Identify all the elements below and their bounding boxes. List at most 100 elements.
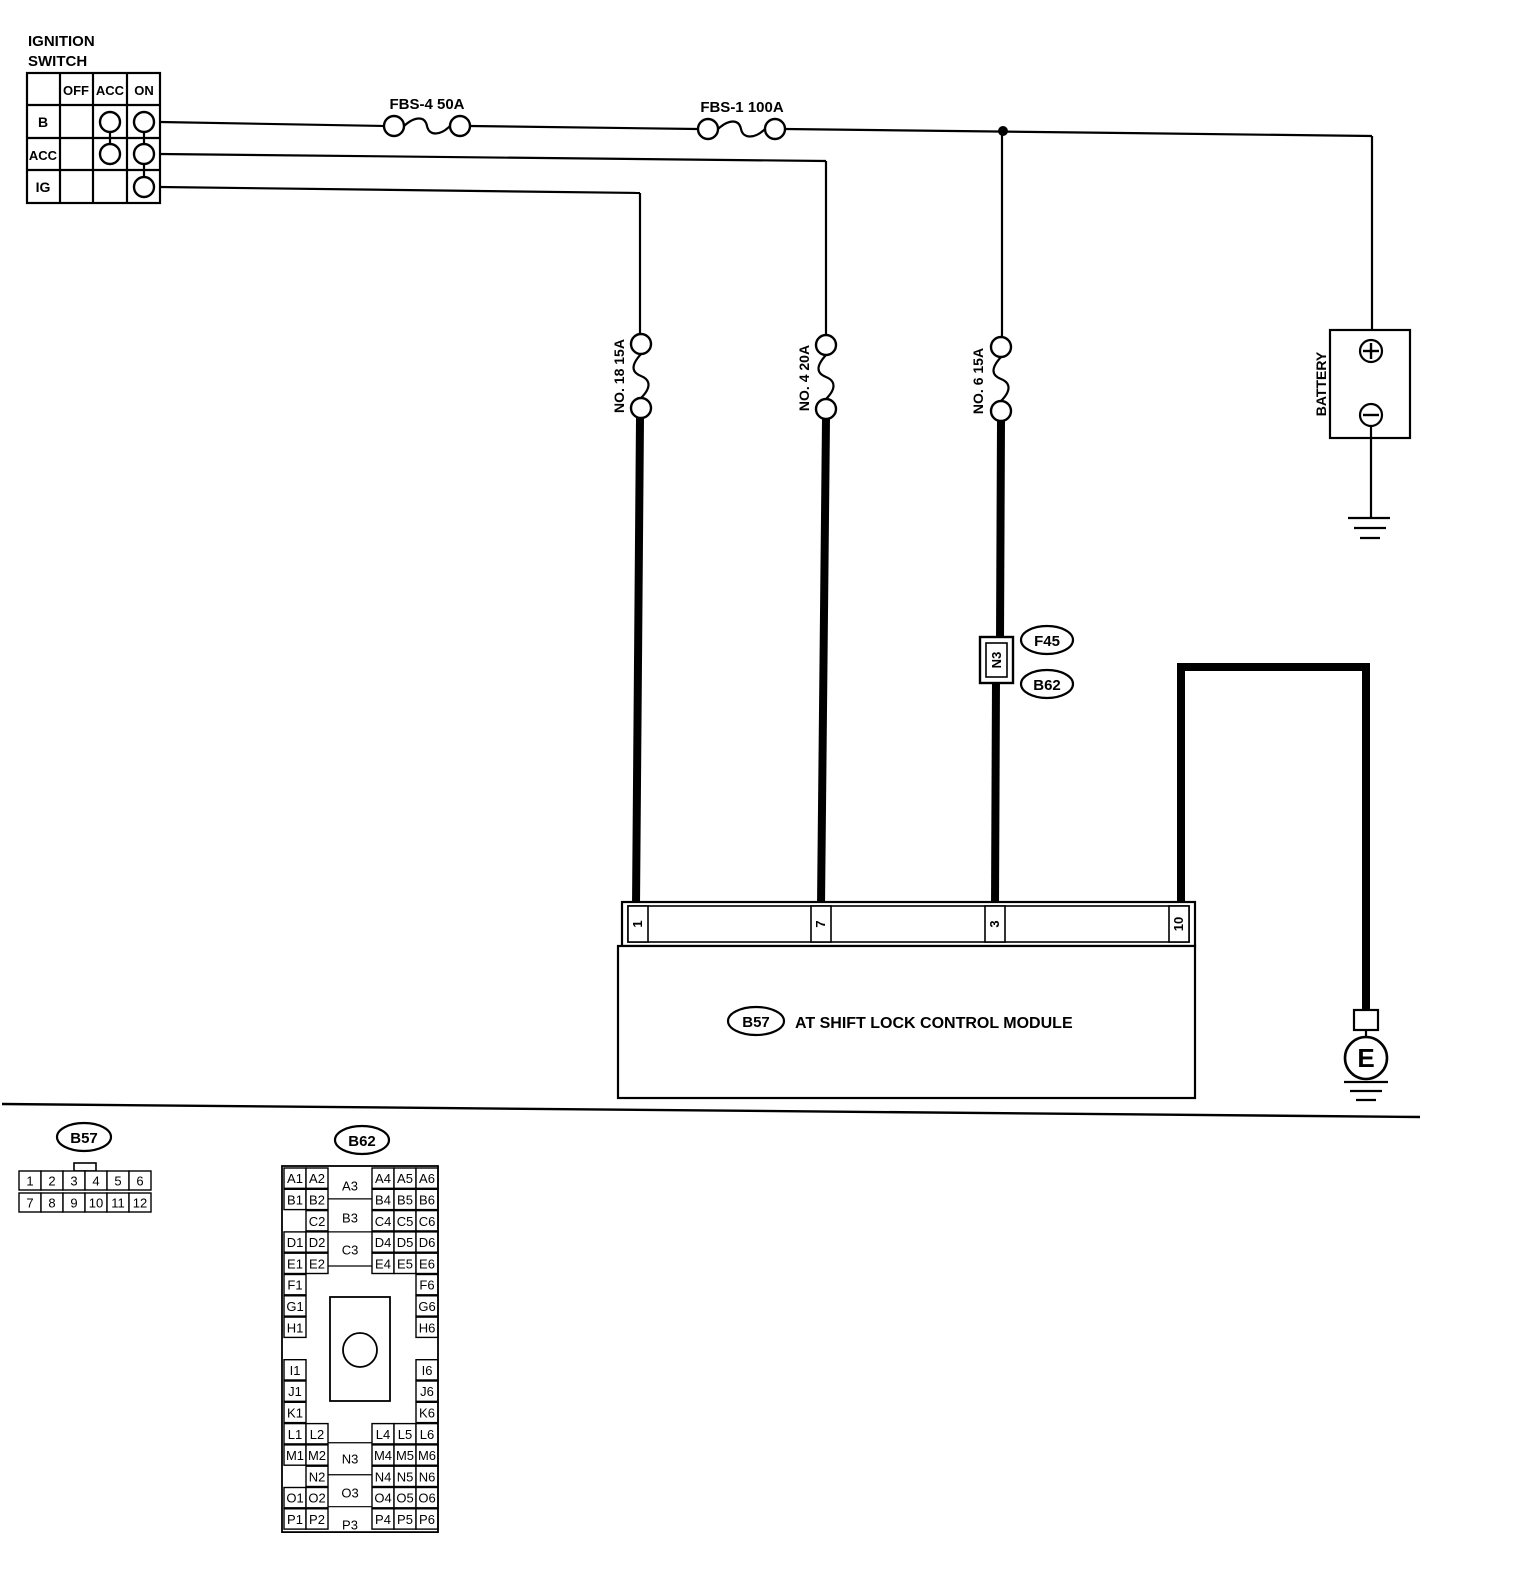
b62-pin-D4: D4 — [371, 1231, 395, 1253]
svg-text:P4: P4 — [375, 1512, 391, 1527]
svg-text:7: 7 — [813, 920, 828, 927]
separator-line — [1, 1102, 1421, 1119]
svg-text:3: 3 — [987, 920, 1002, 927]
b62-pin-N2: N2 — [305, 1465, 329, 1488]
b62-pin-L4: L4 — [371, 1422, 395, 1445]
b57-pin-9: 9 — [62, 1192, 86, 1213]
svg-text:1: 1 — [26, 1174, 33, 1189]
b62-pin-A3: A3 — [342, 1179, 358, 1194]
fuse-fbs4-label: FBS-4 50A — [389, 96, 464, 113]
b62-pin-O4: O4 — [371, 1486, 395, 1509]
svg-text:A6: A6 — [419, 1171, 435, 1186]
svg-text:C4: C4 — [375, 1214, 392, 1229]
b62-pin-M2: M2 — [305, 1444, 329, 1466]
svg-text:C5: C5 — [397, 1214, 414, 1229]
b62-pin-D2: D2 — [305, 1231, 329, 1253]
b57-pin-6: 6 — [128, 1170, 152, 1191]
b62-pin-J1: J1 — [283, 1380, 307, 1402]
svg-text:O1: O1 — [286, 1491, 303, 1506]
svg-text:M5: M5 — [396, 1448, 414, 1463]
svg-text:A5: A5 — [397, 1171, 413, 1186]
b62-pin-C5: C5 — [393, 1209, 417, 1232]
svg-text:M6: M6 — [418, 1448, 436, 1463]
battery-label: BATTERY — [1313, 351, 1329, 416]
b62-pin-F6: F6 — [415, 1273, 439, 1296]
b62-pin-P3: P3 — [342, 1517, 358, 1532]
contact-acc-on — [132, 142, 156, 166]
b62-pin-P2: P2 — [305, 1508, 329, 1530]
connector-n3-pin: N3 — [989, 652, 1004, 669]
ignition-col-on: ON — [134, 83, 154, 98]
b57-pin-11: 11 — [106, 1192, 130, 1213]
fuse-no6-label: NO. 6 15A — [970, 348, 986, 414]
b62-pin-M6: M6 — [415, 1444, 439, 1466]
svg-text:D2: D2 — [309, 1235, 326, 1250]
svg-text:B5: B5 — [397, 1192, 413, 1207]
svg-text:K6: K6 — [419, 1405, 435, 1420]
svg-text:F1: F1 — [287, 1278, 302, 1293]
b62-pin-B4: B4 — [371, 1188, 395, 1211]
b62-pin-P4: P4 — [371, 1508, 395, 1530]
b62-pin-B6: B6 — [415, 1188, 439, 1211]
svg-text:6: 6 — [136, 1174, 143, 1189]
b62-pin-G1: G1 — [283, 1295, 307, 1317]
svg-text:A4: A4 — [375, 1171, 391, 1186]
svg-text:H6: H6 — [419, 1320, 436, 1335]
ignition-row-ig: IG — [36, 179, 51, 195]
svg-text:N5: N5 — [397, 1469, 414, 1484]
battery-ground-icon — [1348, 516, 1390, 540]
fuse-fbs4: FBS-4 50A — [382, 96, 472, 138]
b62-pin-E6: E6 — [415, 1252, 439, 1275]
battery: BATTERY — [1313, 328, 1412, 540]
svg-text:J6: J6 — [420, 1384, 434, 1399]
svg-text:E6: E6 — [419, 1256, 435, 1271]
b57-pin-12: 12 — [128, 1192, 152, 1213]
contact-b-acc — [98, 110, 122, 134]
b62-pin-C3: C3 — [342, 1243, 359, 1258]
b62-pin-B3: B3 — [342, 1211, 358, 1226]
b62-pin-D6: D6 — [415, 1231, 439, 1253]
svg-text:N2: N2 — [309, 1469, 326, 1484]
svg-text:A1: A1 — [287, 1171, 303, 1186]
svg-text:5: 5 — [114, 1174, 121, 1189]
b62-pin-E2: E2 — [305, 1252, 329, 1275]
b62-pin-O1: O1 — [283, 1486, 307, 1509]
svg-text:M4: M4 — [374, 1448, 392, 1463]
b62-pin-P6: P6 — [415, 1508, 439, 1530]
b62-pin-A5: A5 — [393, 1167, 417, 1189]
ignition-switch-title-line2: SWITCH — [28, 53, 87, 70]
b57-pin-5: 5 — [106, 1170, 130, 1191]
b62-pin-I1: I1 — [283, 1358, 307, 1381]
b62-pin-N3: N3 — [342, 1451, 359, 1466]
b62-pin-L1: L1 — [283, 1422, 307, 1445]
ignition-switch: IGNITION SWITCH OFF ACC ON B ACC IG — [25, 33, 162, 205]
b57-pin-7: 7 — [18, 1192, 42, 1213]
b57-view-tag: B57 — [70, 1130, 98, 1147]
b62-pin-B2: B2 — [305, 1188, 329, 1211]
module-connector-tag: B57 — [742, 1014, 770, 1031]
svg-text:B6: B6 — [419, 1192, 435, 1207]
b62-pin-L2: L2 — [305, 1422, 329, 1445]
thick-wires — [632, 417, 1370, 1010]
b62-pin-K6: K6 — [415, 1401, 439, 1424]
b62-pin-M5: M5 — [393, 1444, 417, 1466]
svg-text:A2: A2 — [309, 1171, 325, 1186]
b62-pin-O5: O5 — [393, 1486, 417, 1509]
b62-pin-H1: H1 — [283, 1316, 307, 1339]
ignition-row-acc: ACC — [29, 148, 58, 163]
b62-pin-O3: O3 — [341, 1485, 358, 1500]
svg-text:I6: I6 — [422, 1363, 433, 1378]
svg-text:O6: O6 — [418, 1491, 435, 1506]
svg-text:4: 4 — [92, 1174, 99, 1189]
svg-text:G6: G6 — [418, 1299, 435, 1314]
module-pin-1: 1 — [627, 905, 649, 943]
b62-pin-P5: P5 — [393, 1508, 417, 1530]
module-pin-3: 3 — [984, 905, 1006, 943]
svg-text:P6: P6 — [419, 1512, 435, 1527]
svg-text:O4: O4 — [374, 1491, 391, 1506]
svg-text:L2: L2 — [310, 1427, 324, 1442]
b62-pin-L5: L5 — [393, 1422, 417, 1445]
